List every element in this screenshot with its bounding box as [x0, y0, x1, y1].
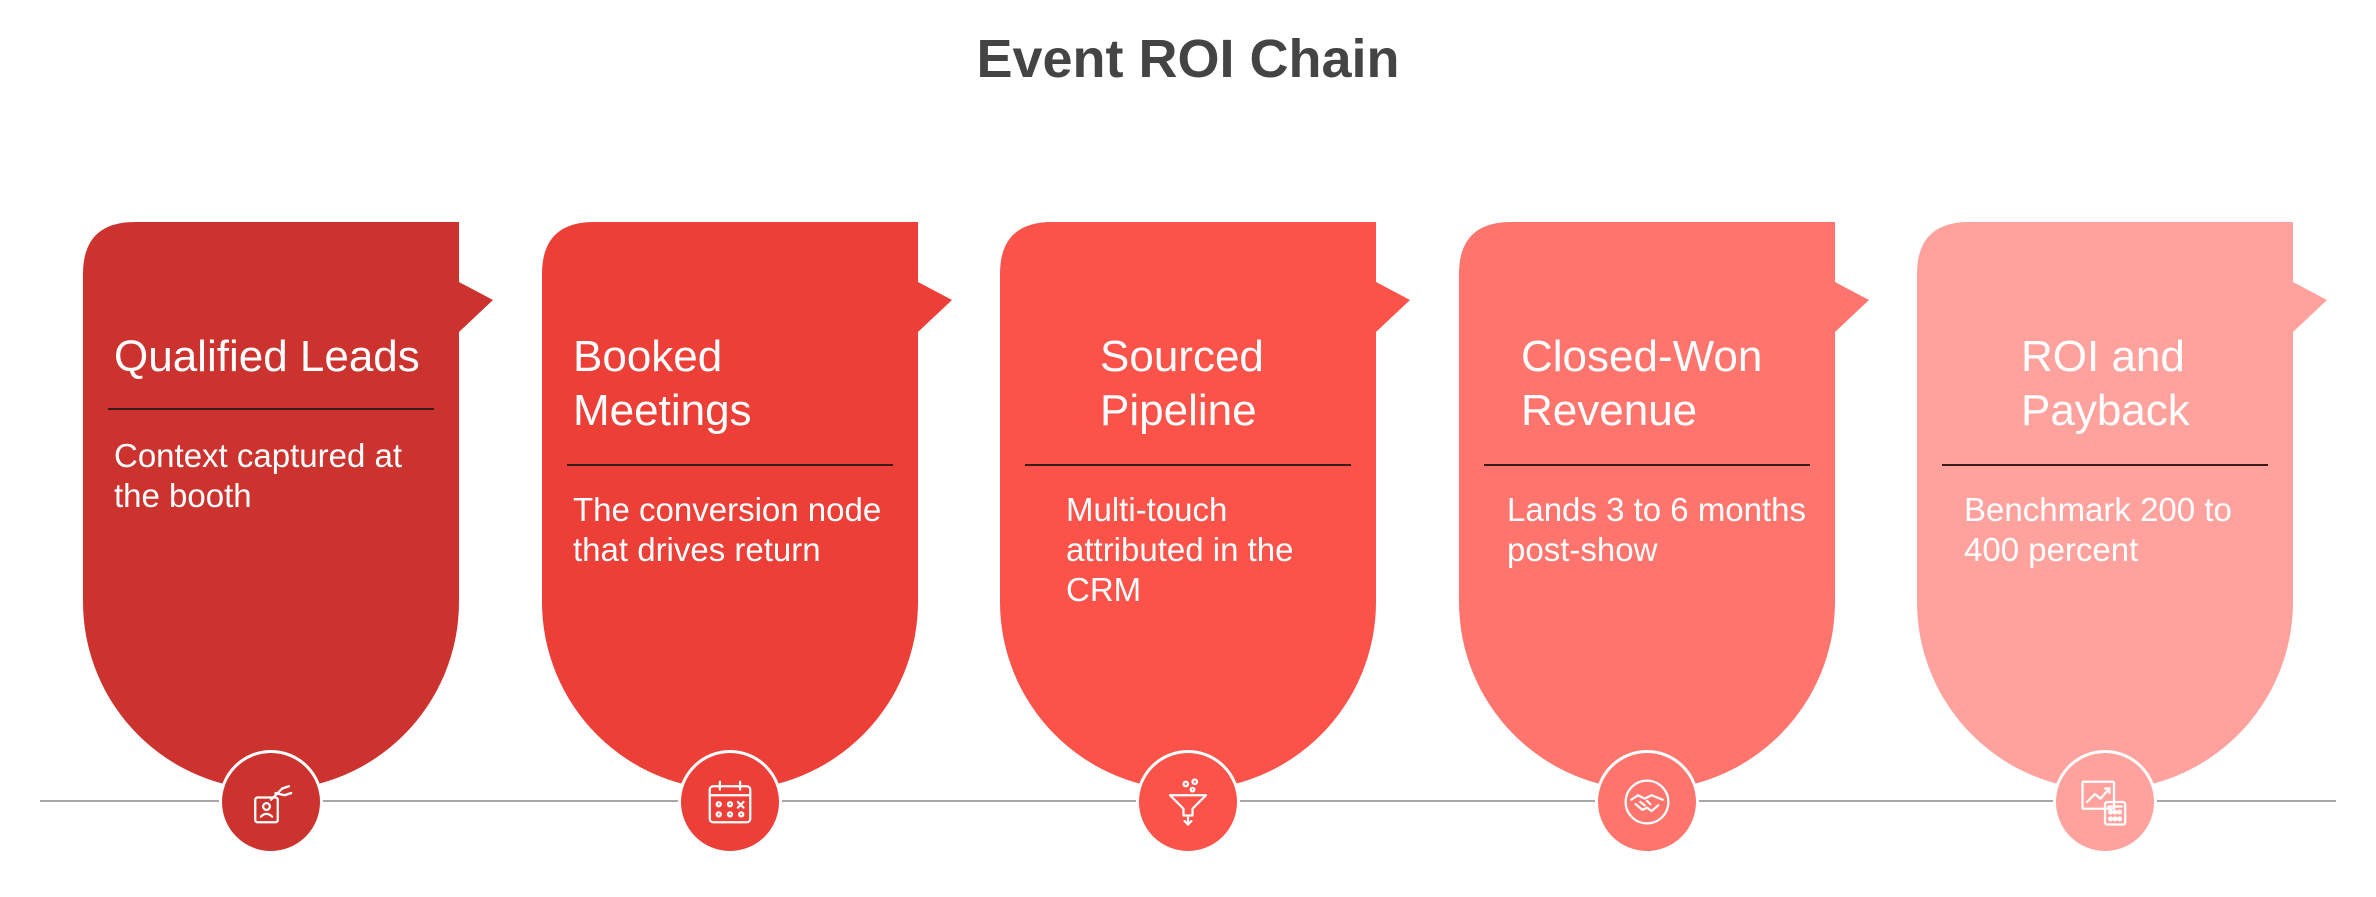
handshake-icon [1624, 779, 1670, 825]
stage-title: Booked Meetings [573, 332, 752, 435]
stage-shape [1459, 222, 1869, 790]
funnel-icon [1168, 778, 1208, 826]
stage-icon-badge [2053, 750, 2157, 854]
stage-description: Context captured at the booth [114, 437, 403, 514]
stage-title: Qualified Leads [114, 332, 420, 381]
stage-divider [1484, 464, 1810, 466]
stage-description: Multi-touch attributed in the CRM [1066, 491, 1294, 608]
stage-card-closed-won-revenue: Closed-Won Revenue Lands 3 to 6 months p… [1459, 222, 1869, 854]
stage-icon-badge [1595, 750, 1699, 854]
diagram-title: Event ROI Chain [976, 29, 1400, 89]
stage-shape [1917, 222, 2327, 790]
stage-shape [83, 222, 493, 790]
lead-badge-icon [254, 785, 293, 824]
stage-divider [1025, 464, 1351, 466]
roi-calculator-icon [2081, 780, 2127, 826]
stage-title: Sourced Pipeline [1100, 332, 1264, 435]
stage-description: Benchmark 200 to 400 percent [1964, 491, 2232, 568]
calendar-icon [708, 780, 752, 824]
stage-card-sourced-pipeline: Sourced Pipeline Multi-touch attributed … [1000, 222, 1410, 854]
stage-icon-badge [1136, 750, 1240, 854]
stage-divider [108, 408, 434, 410]
stage-description: The conversion node that drives return [573, 491, 882, 568]
stage-icon-badge [678, 750, 782, 854]
stage-icon-badge [219, 750, 323, 854]
stage-card-roi-and-payback: ROI and Payback Benchmark 200 to 400 per… [1917, 222, 2327, 854]
stage-divider [567, 464, 893, 466]
stage-title: ROI and Payback [2021, 332, 2190, 435]
stage-card-booked-meetings: Booked Meetings The conversion node that… [542, 222, 952, 854]
stage-title: Closed-Won Revenue [1521, 332, 1763, 435]
stage-description: Lands 3 to 6 months post-show [1507, 491, 1807, 568]
stage-divider [1942, 464, 2268, 466]
stage-card-qualified-leads: Qualified Leads Context captured at the … [83, 222, 493, 854]
stage-shape [1000, 222, 1410, 790]
stage-shape [542, 222, 952, 790]
